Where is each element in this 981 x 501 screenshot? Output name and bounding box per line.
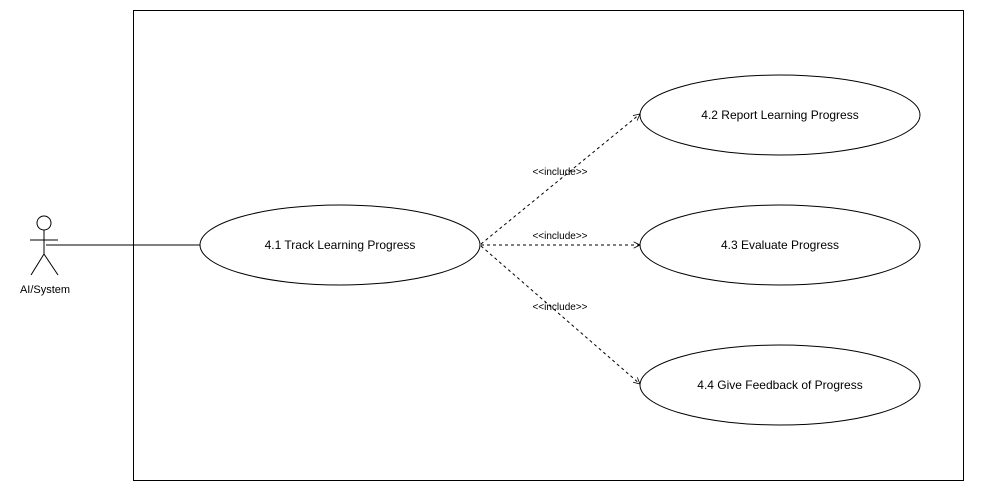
include-label-report: <<include>> [532, 167, 587, 178]
use-case-report-label: 4.2 Report Learning Progress [701, 108, 858, 122]
use-case-report: 4.2 Report Learning Progress [639, 74, 921, 156]
use-case-track: 4.1 Track Learning Progress [199, 204, 481, 286]
include-label-feedback: <<include>> [532, 302, 587, 313]
use-case-feedback: 4.4 Give Feedback of Progress [639, 344, 921, 426]
include-arrow-feedback [480, 245, 640, 384]
use-case-track-label: 4.1 Track Learning Progress [265, 238, 416, 252]
use-case-evaluate: 4.3 Evaluate Progress [639, 204, 921, 286]
use-case-track-ellipse [199, 204, 481, 286]
actor-left-leg [30, 253, 45, 276]
include-label-evaluate: <<include>> [532, 231, 587, 242]
include-arrow-report [480, 114, 640, 245]
use-case-evaluate-label: 4.3 Evaluate Progress [721, 238, 839, 252]
actor-right-leg [43, 253, 59, 276]
actor-label: AI/System [20, 284, 70, 296]
use-case-feedback-ellipse [639, 344, 921, 426]
actor-head [36, 215, 52, 231]
use-case-evaluate-ellipse [639, 204, 921, 286]
use-case-feedback-label: 4.4 Give Feedback of Progress [697, 378, 862, 392]
actor-stick-figure [30, 215, 59, 276]
use-case-report-ellipse [639, 74, 921, 156]
